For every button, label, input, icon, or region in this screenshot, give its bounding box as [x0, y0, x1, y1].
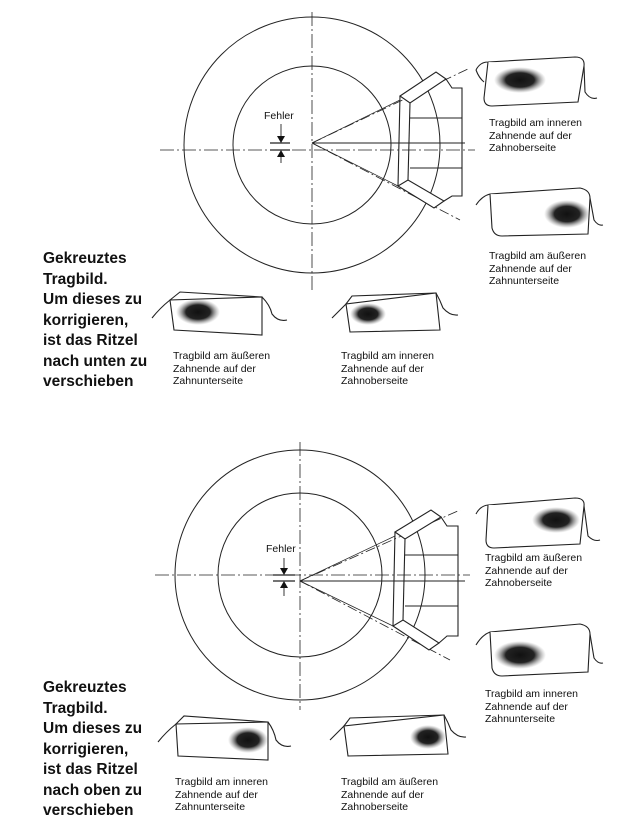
heading-line: nach oben zu [43, 781, 143, 799]
heading-line: Tragbild. [43, 270, 108, 288]
contact-pattern-bottom-left [176, 299, 220, 325]
heading-line: Tragbild. [43, 699, 108, 717]
heading-line: ist das Ritzel [43, 761, 138, 778]
caption-upper-right: Tragbild am inneren Zahnende auf der Zah… [489, 117, 582, 154]
caption-lower-right: Tragbild am inneren Zahnende auf der Zah… [485, 688, 578, 725]
contact-pattern-bottom-mid [350, 303, 386, 325]
caption-lower-right: Tragbild am äußeren Zahnende auf der Zah… [489, 250, 587, 287]
heading-line: korrigieren, [43, 740, 129, 758]
tooth-bottom-left [157, 715, 292, 761]
error-arrow-up [277, 150, 285, 157]
contact-pattern-bottom-left [228, 727, 268, 753]
heading-line: Um dieses zu [43, 291, 143, 308]
heading-line: nach unten zu [43, 352, 148, 370]
pinion-body [396, 71, 463, 209]
contact-pattern-upper-right [494, 67, 546, 93]
caption-bottom-left: Tragbild am inneren Zahnende auf der Zah… [175, 776, 268, 813]
heading-line: Um dieses zu [43, 720, 143, 737]
caption-bottom-mid: Tragbild am äußeren Zahnende auf der Zah… [341, 776, 439, 813]
bottom-gear-diagram [155, 442, 604, 761]
heading-line: korrigieren, [43, 311, 129, 329]
error-arrow-down [280, 568, 288, 575]
heading-block: Gekreuztes Tragbild. Um dieses zu korrig… [43, 249, 147, 393]
contact-pattern-lower-right [494, 641, 546, 669]
error-label: Fehler [266, 543, 296, 555]
pinion-body [391, 509, 459, 651]
top-gear-diagram [151, 12, 604, 336]
error-arrow-down [277, 136, 285, 143]
contact-pattern-lower-right [544, 200, 590, 228]
caption-bottom-mid: Tragbild am inneren Zahnende auf der Zah… [341, 350, 434, 387]
bottom-panel: Fehler Gekreuztes Tragbild. Um dieses zu… [0, 410, 629, 822]
heading-line: verschieben [43, 802, 134, 819]
heading-line: ist das Ritzel [43, 332, 138, 349]
heading-line: verschieben [43, 373, 134, 390]
top-panel: Fehler Gekreuztes Tragbild. Um dieses zu… [0, 0, 629, 410]
heading-line: Gekreuztes [43, 679, 127, 696]
heading-line: Gekreuztes [43, 250, 127, 267]
caption-upper-right: Tragbild am äußeren Zahnende auf der Zah… [485, 552, 583, 589]
contact-pattern-upper-right [532, 507, 580, 533]
caption-bottom-left: Tragbild am äußeren Zahnende auf der Zah… [173, 350, 271, 387]
error-arrow-up [280, 581, 288, 588]
contact-pattern-bottom-mid [410, 725, 446, 749]
error-label: Fehler [264, 110, 294, 122]
heading-block: Gekreuztes Tragbild. Um dieses zu korrig… [43, 678, 142, 822]
cone-line-lower [311, 142, 461, 221]
